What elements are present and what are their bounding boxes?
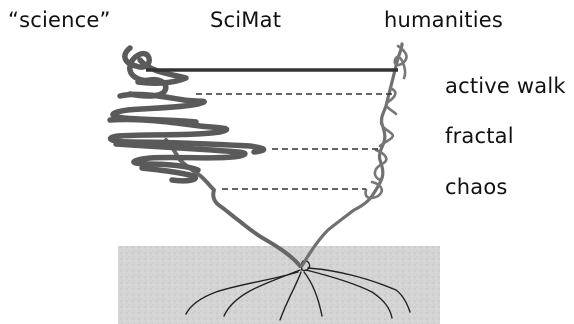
level-dash-lines (196, 94, 392, 189)
left-scribble (110, 48, 264, 181)
header-humanities: humanities (384, 10, 503, 31)
header-scimat: SciMat (210, 10, 281, 31)
header-science: “science” (8, 10, 111, 31)
ground-soil (118, 246, 440, 324)
level-label-fractal: fractal (445, 126, 514, 147)
level-label-active-walk: active walk (445, 76, 566, 97)
level-label-chaos: chaos (445, 177, 508, 198)
right-trunk (302, 44, 402, 266)
